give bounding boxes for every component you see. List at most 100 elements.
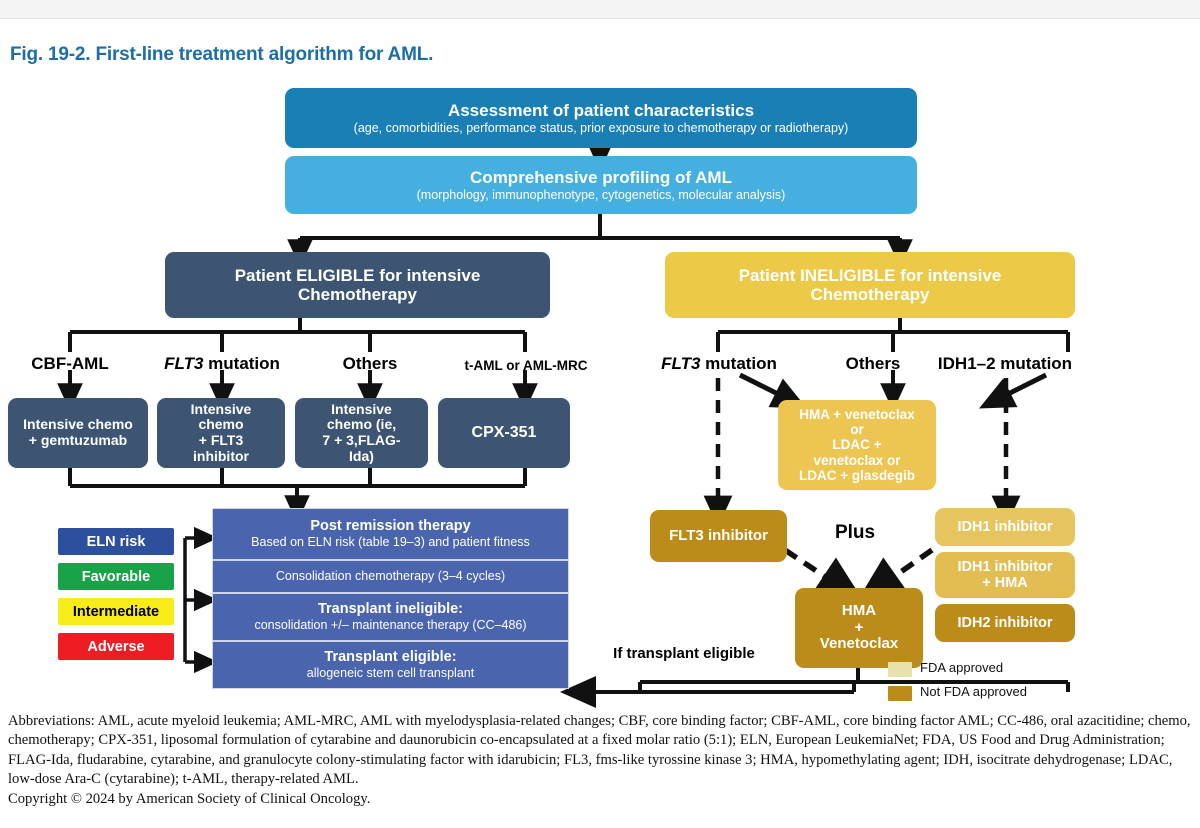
consolidation-chemo-text: Consolidation chemotherapy (3–4 cycles) xyxy=(275,569,506,584)
flt3-chemo-line3: + FLT3 xyxy=(198,432,244,448)
treatment-box-cpx351: CPX-351 xyxy=(438,398,570,468)
diagram-canvas: Assessment of patient characteristics (a… xyxy=(0,70,1200,710)
adverse-text: Adverse xyxy=(87,638,145,655)
idh2-inhibitor-box: IDH2 inhibitor xyxy=(935,604,1075,642)
transplant-arrow-text: If transplant eligible xyxy=(613,645,755,662)
intermediate-text: Intermediate xyxy=(72,603,160,620)
flt3-gene-text-2: FLT3 xyxy=(661,354,701,373)
profiling-box: Comprehensive profiling of AML (morpholo… xyxy=(285,156,917,214)
abbreviations-text: Abbreviations: AML, acute myeloid leukem… xyxy=(8,713,1191,788)
eligible-title-line1: Patient ELIGIBLE for intensive xyxy=(234,265,481,285)
fda-approved-label: FDA approved xyxy=(920,660,1003,675)
figure-number: Fig. 19-2. xyxy=(10,44,91,65)
hma-venetoclax-ldac-box: HMA + venetoclax or LDAC + venetoclax or… xyxy=(778,400,936,490)
transplant-eligible-title: Transplant eligible: xyxy=(324,649,457,666)
post-remission-header: Post remission therapy Based on ELN risk… xyxy=(212,508,569,560)
intensive-chemo-line4: Ida) xyxy=(349,447,374,464)
hma-ven-line3: Venetoclax xyxy=(819,635,899,653)
transplant-eligible-arrow-label: If transplant eligible xyxy=(594,645,774,662)
eln-risk-title-text: ELN risk xyxy=(86,533,146,550)
idh1-hma-line1: IDH1 inhibitor xyxy=(957,558,1053,575)
favorable-text: Favorable xyxy=(81,568,151,585)
transplant-ineligible-sub: consolidation +/– maintenance therapy (C… xyxy=(254,618,527,633)
figure-caption: First-line treatment algorithm for AML. xyxy=(95,44,434,65)
footnote: Abbreviations: AML, acute myeloid leukem… xyxy=(8,712,1193,809)
others-text: Others xyxy=(342,354,398,373)
assessment-title: Assessment of patient characteristics xyxy=(447,101,755,121)
idh1-hma-line2: + HMA xyxy=(982,575,1028,591)
flt3-mutation-text: mutation xyxy=(208,354,280,373)
ineligible-box: Patient INELIGIBLE for intensive Chemoth… xyxy=(665,252,1075,318)
hma-ven-line2: + xyxy=(854,618,864,636)
hma-ven-line1: HMA xyxy=(841,601,877,619)
treatment-box-gemtuzumab: Intensive chemo + gemtuzumab xyxy=(8,398,148,468)
transplant-eligible-row: Transplant eligible: allogeneic stem cel… xyxy=(212,641,569,689)
transplant-ineligible-row: Transplant ineligible: consolidation +/–… xyxy=(212,593,569,641)
gemtuzumab-line1: Intensive chemo xyxy=(23,416,133,433)
subgroup-label-cbf-aml: CBF-AML xyxy=(10,354,130,374)
idh1-inhibitor-hma-box: IDH1 inhibitor + HMA xyxy=(935,552,1075,598)
gemtuzumab-line2: + gemtuzumab xyxy=(28,432,128,448)
eligible-box: Patient ELIGIBLE for intensive Chemother… xyxy=(165,252,550,318)
subgroup-label-flt3-ineligible: FLT3 mutation xyxy=(636,354,802,374)
ineligible-title-line1: Patient INELIGIBLE for intensive xyxy=(738,265,1002,285)
treatment-box-flt3-chemo: Intensive chemo + FLT3 inhibitor xyxy=(157,398,285,468)
intensive-chemo-line1: Intensive xyxy=(331,400,392,417)
transplant-ineligible-title: Transplant ineligible: xyxy=(317,601,464,618)
treatment-box-intensive-chemo: Intensive chemo (ie, 7 + 3,FLAG- Ida) xyxy=(295,398,428,468)
flt3-gene-text: FLT3 xyxy=(164,354,204,373)
flt3-chemo-line4: inhibitor xyxy=(193,447,249,464)
subgroup-label-flt3-eligible: FLT3 mutation xyxy=(140,354,304,374)
consolidation-chemo-row: Consolidation chemotherapy (3–4 cycles) xyxy=(212,560,569,593)
profiling-subtitle: (morphology, immunophenotype, cytogeneti… xyxy=(416,187,786,202)
subgroup-label-others-eligible: Others xyxy=(315,354,425,374)
figure-title: Fig. 19-2. First-line treatment algorith… xyxy=(10,44,433,66)
eln-risk-adverse: Adverse xyxy=(58,633,174,660)
subgroup-label-others-ineligible: Others xyxy=(818,354,928,374)
fda-approved-text: FDA approved xyxy=(920,660,1004,675)
browser-chrome-strip xyxy=(0,0,1200,19)
cpx351-label: CPX-351 xyxy=(471,424,537,442)
hma-box-line4: venetoclax or xyxy=(813,452,901,468)
intensive-chemo-line2: chemo (ie, xyxy=(326,416,397,433)
copyright-text: Copyright © 2024 by American Society of … xyxy=(8,790,371,807)
assessment-subtitle: (age, comorbidities, performance status,… xyxy=(353,120,849,135)
hma-box-line1: HMA + venetoclax xyxy=(799,407,915,423)
assessment-box: Assessment of patient characteristics (a… xyxy=(285,88,917,148)
idh1-inhibitor-box: IDH1 inhibitor xyxy=(935,508,1075,546)
transplant-eligible-sub: allogeneic stem cell transplant xyxy=(306,666,475,681)
subgroup-label-idh12: IDH1–2 mutation xyxy=(905,354,1105,374)
idh1-inhibitor-label: IDH1 inhibitor xyxy=(957,518,1053,535)
flt3-chemo-line2: chemo xyxy=(198,416,244,433)
connector-lines xyxy=(57,143,1070,708)
not-fda-approved-label: Not FDA approved xyxy=(920,684,1027,699)
eligible-title-line2: Chemotherapy xyxy=(297,285,418,304)
eln-risk-title: ELN risk xyxy=(58,528,174,555)
idh2-inhibitor-label: IDH2 inhibitor xyxy=(957,614,1053,631)
hma-venetoclax-box: HMA + Venetoclax xyxy=(795,588,923,668)
plus-text: Plus xyxy=(834,522,876,543)
others-text-2: Others xyxy=(845,354,901,373)
flt3-inhibitor-box: FLT3 inhibitor xyxy=(650,510,787,562)
subgroup-label-taml: t-AML or AML-MRC xyxy=(440,358,612,373)
flt3-inhibitor-label: FLT3 inhibitor xyxy=(669,526,768,544)
profiling-title: Comprehensive profiling of AML xyxy=(470,168,732,188)
not-fda-approved-swatch xyxy=(888,686,912,701)
taml-amlmrc-text: t-AML or AML-MRC xyxy=(464,358,588,373)
post-remission-title: Post remission therapy xyxy=(310,518,471,535)
plus-label: Plus xyxy=(800,522,910,544)
flt3-chemo-line1: Intensive xyxy=(190,400,252,417)
cbf-aml-text: CBF-AML xyxy=(31,354,109,373)
fda-approved-swatch xyxy=(888,662,912,677)
eln-risk-favorable: Favorable xyxy=(58,563,174,590)
flt3-mutation-text-2: mutation xyxy=(705,354,777,373)
intensive-chemo-line3: 7 + 3,FLAG- xyxy=(322,432,401,448)
ineligible-title-line2: Chemotherapy xyxy=(810,285,930,304)
hma-box-line5: LDAC + glasdegib xyxy=(799,467,915,483)
hma-box-line2: or xyxy=(850,422,864,438)
not-fda-approved-text: Not FDA approved xyxy=(920,684,1027,699)
idh12-mutation-text: IDH1–2 mutation xyxy=(937,354,1073,373)
post-remission-subtitle: Based on ELN risk (table 19–3) and patie… xyxy=(251,535,530,550)
hma-box-line3: LDAC + xyxy=(832,437,882,453)
eln-risk-intermediate: Intermediate xyxy=(58,598,174,625)
